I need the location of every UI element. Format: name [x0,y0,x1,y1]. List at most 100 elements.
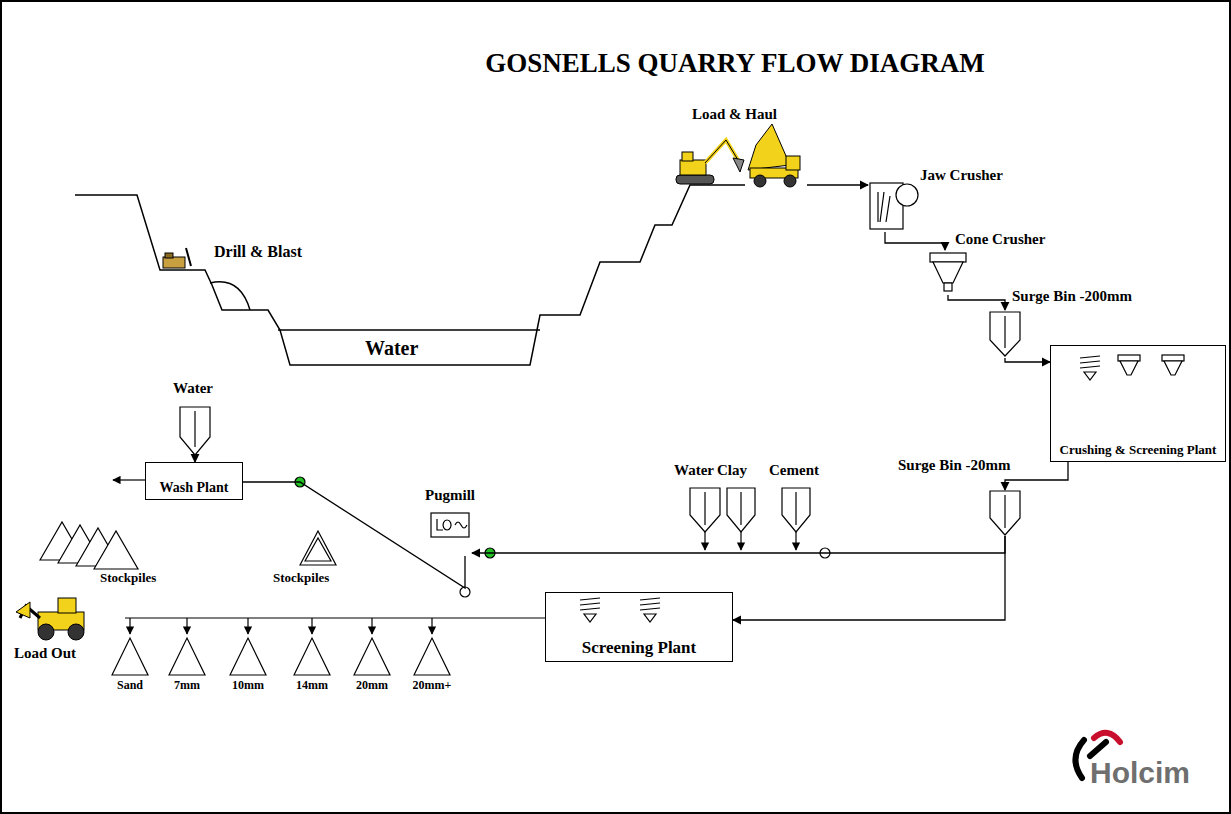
plant-equipment-icons [580,608,600,610]
node-label: Screening Plant [582,638,696,658]
product-distribution [311,618,312,634]
load-haul-equipment: Load & Haul [672,135,807,187]
plant-equipment-icons [1118,355,1140,361]
quarry-pit [210,282,250,310]
product-stockpiles [112,638,148,675]
plant-equipment-icons [1084,372,1096,380]
cone-crusher: Cone Crusher [928,250,968,295]
surge-bins [795,492,796,525]
product-stockpiles [169,638,205,675]
product-label: Sand [117,679,143,693]
flow-connector [1005,462,1068,490]
product-label: 7mm [174,679,200,693]
jaw-crusher [886,196,890,222]
pugmill: Pugmill [428,510,472,556]
product-distribution [130,618,432,634]
haul-truck [754,175,766,187]
jaw-crusher: Jaw Crusher [868,180,918,232]
product-distribution [125,618,545,634]
additive-feeds [705,532,796,550]
plant-equipment-icons [1080,361,1100,363]
jaw-crusher [880,192,884,222]
quarry-pit [75,185,745,365]
quarry-pit [278,329,540,331]
surge-bins [194,411,195,447]
product-stockpiles [354,638,390,675]
product-distribution [247,618,248,634]
product-label: 10mm [232,679,264,693]
plant-equipment-icons [584,614,596,622]
drill-rig [163,248,191,268]
product-stockpiles [230,638,266,675]
holcim-logo [1075,740,1084,778]
plant-box: Screening Plant [545,592,733,662]
product-label: 20mm+ [413,679,452,693]
excavator [676,140,744,184]
jaw-crusher [870,183,918,229]
haul-truck [748,124,790,170]
stockpiles [94,531,138,569]
drill-rig [165,253,173,258]
wash-to-stockpile-arrow [113,479,145,480]
cone-crusher [930,253,966,291]
product-distribution [186,618,187,634]
jaw-crusher [896,184,918,206]
drill-rig [186,248,191,266]
plant-equipment-icons [580,603,600,605]
pugmill-icon [431,513,469,537]
plant-equipment-icons [1162,355,1184,361]
cone-crusher [930,253,966,262]
product-label: 20mm [356,679,388,693]
stockpiles [305,538,331,561]
surge-bins [704,492,705,525]
holcim-logo [1090,742,1106,756]
plant-equipment-icons [580,598,600,600]
front-end-loader [38,624,54,640]
cone-crusher [933,262,963,283]
surge-bin: Surge Bin -200mm [988,310,1022,358]
annotation: Stockpiles [273,571,329,586]
additive-feeds [740,532,741,550]
surge-bins [740,492,741,525]
drill-rig [163,257,185,268]
product-distribution [431,618,432,634]
haul-truck [786,156,800,170]
plant-equipment-icons [640,598,660,600]
brand-name: Holcim [1090,756,1190,791]
conveyor-pulleys [295,477,830,597]
plant-box: Wash Plant [145,462,243,500]
product-stockpiles [414,638,450,675]
plant-equipment-icons [1080,366,1100,368]
wash-to-stockpile-arrow [113,479,145,480]
node-label: Wash Plant [160,480,229,496]
annotation: Water [674,462,714,479]
node-label: Pugmill [425,487,475,504]
plant-equipment-icons [1120,361,1138,375]
annotation: Stockpiles [100,571,156,586]
product-distribution [125,617,545,618]
product-label: 14mm [296,679,328,693]
flow-connector [1005,358,1050,362]
node-label: Surge Bin -20mm [898,457,1011,474]
node-label: Surge Bin -200mm [1012,288,1132,305]
excavator [676,175,714,184]
annotation: Load Out [14,645,76,662]
excavator [682,152,693,161]
diagram-title: GOSNELLS QUARRY FLOW DIAGRAM [430,48,1040,79]
stockpiles [300,531,336,565]
annotation: Cement [769,462,819,479]
plant-equipment-icons [580,355,1184,622]
surge-bins [990,312,1020,356]
flow-connector [948,295,1005,310]
additive-feeds [795,532,796,550]
jaw-crusher [877,192,878,222]
flow-connector [472,536,1005,553]
flow-connector [733,536,1005,620]
surge-bins [990,491,1020,535]
node-label: Crushing & Screening Plant [1060,443,1217,458]
excavator [705,140,738,163]
plant-equipment-icons [640,603,660,605]
front-end-loader [16,598,84,640]
flow-connector [885,232,945,250]
